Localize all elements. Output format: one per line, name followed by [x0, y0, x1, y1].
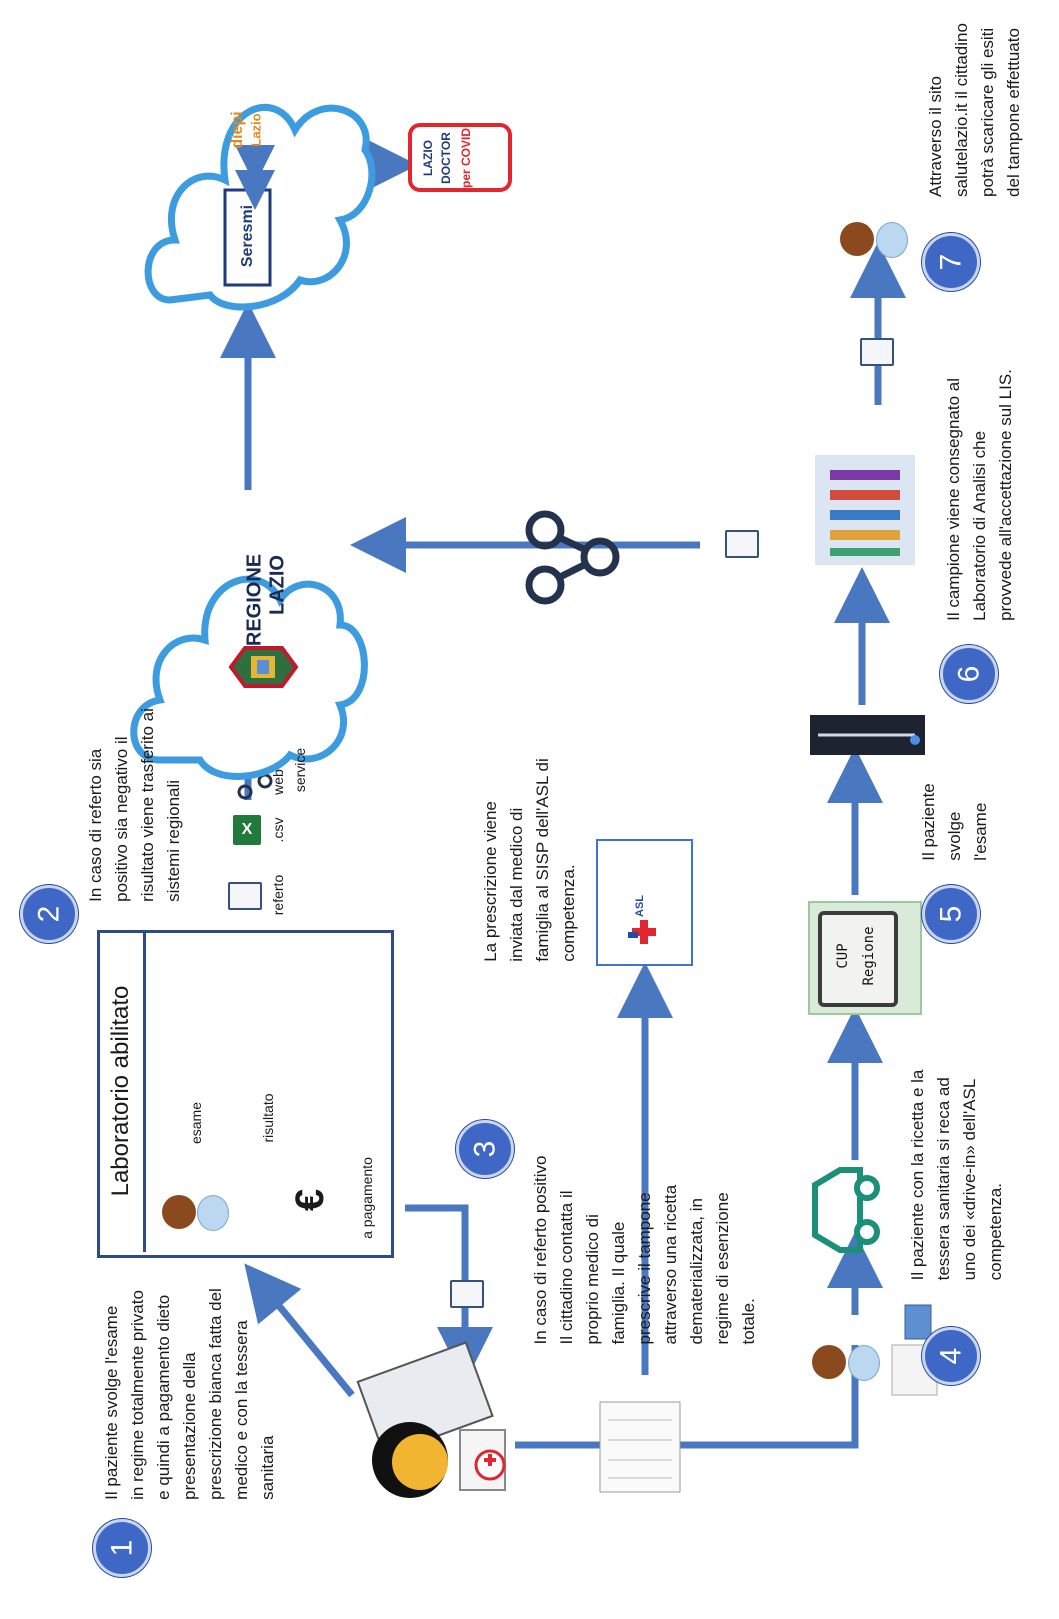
- service-label: service: [292, 747, 308, 793]
- lazio-doctor-l2: DOCTOR: [439, 132, 453, 184]
- csv-label: .csv: [270, 817, 286, 843]
- doctor-illustration: [356, 1341, 506, 1498]
- lazio-doctor-l3: per COVID: [459, 127, 473, 189]
- lab-report-doc-icon: [725, 530, 759, 558]
- patient-avatar-step4: [812, 1345, 846, 1379]
- lab-esame-label: esame: [188, 1101, 204, 1145]
- diepi-label: diepi: [229, 111, 246, 149]
- excel-icon: X: [233, 815, 261, 845]
- seresmi-label: Seresmi: [239, 204, 256, 268]
- diepi-lazio-label: Lazio: [248, 113, 264, 147]
- step-5-badge: 5: [922, 885, 980, 943]
- regione-line2: LAZIO: [266, 555, 289, 615]
- lab-patient-avatar: [162, 1195, 196, 1229]
- step-7-badge: 7: [922, 233, 980, 291]
- line-doctor-right: [515, 1345, 859, 1449]
- euro-icon: €: [288, 1188, 332, 1212]
- lab-title-column: [97, 930, 146, 1252]
- lazio-doctor-box: [408, 123, 512, 192]
- regione-crest-icon: [228, 646, 299, 688]
- lab-box: [97, 930, 394, 1258]
- health-card-icon: [904, 1304, 932, 1340]
- regione-line1: REGIONE: [243, 553, 266, 647]
- patient-avatar-step7: [840, 222, 874, 256]
- step-4-badge: 4: [922, 1327, 980, 1385]
- car-icon: [812, 1167, 880, 1253]
- lab-title: Laboratorio abilitato: [107, 985, 134, 1197]
- asl-label: ASL: [634, 895, 646, 917]
- step-6-badge: 6: [940, 645, 998, 703]
- step-3-badge: 3: [456, 1120, 514, 1178]
- web-label: web: [270, 769, 286, 795]
- share-node-icon: [525, 510, 620, 605]
- asl-card: [596, 839, 693, 966]
- lab-risultato-label: risultato: [260, 1093, 276, 1143]
- lab-tubes-photo: [815, 455, 915, 565]
- lab-pagamento-label: a pagamento: [359, 1157, 375, 1239]
- prescription-doc-icon: [450, 1280, 484, 1308]
- lazio-doctor-l1: LAZIO: [421, 140, 435, 176]
- arrow-doctor-to-lab: [244, 1263, 355, 1398]
- prescription-paper-icon: [599, 1401, 681, 1493]
- referto-doc-icon: [228, 882, 262, 910]
- cup-label: CUP: [835, 943, 851, 969]
- step-2-badge: 2: [20, 885, 78, 943]
- referto-label: referto: [270, 874, 286, 916]
- step-1-badge: 1: [93, 1519, 151, 1577]
- result-doc-icon: [860, 338, 894, 366]
- cup-regione-label: Regione: [861, 926, 877, 986]
